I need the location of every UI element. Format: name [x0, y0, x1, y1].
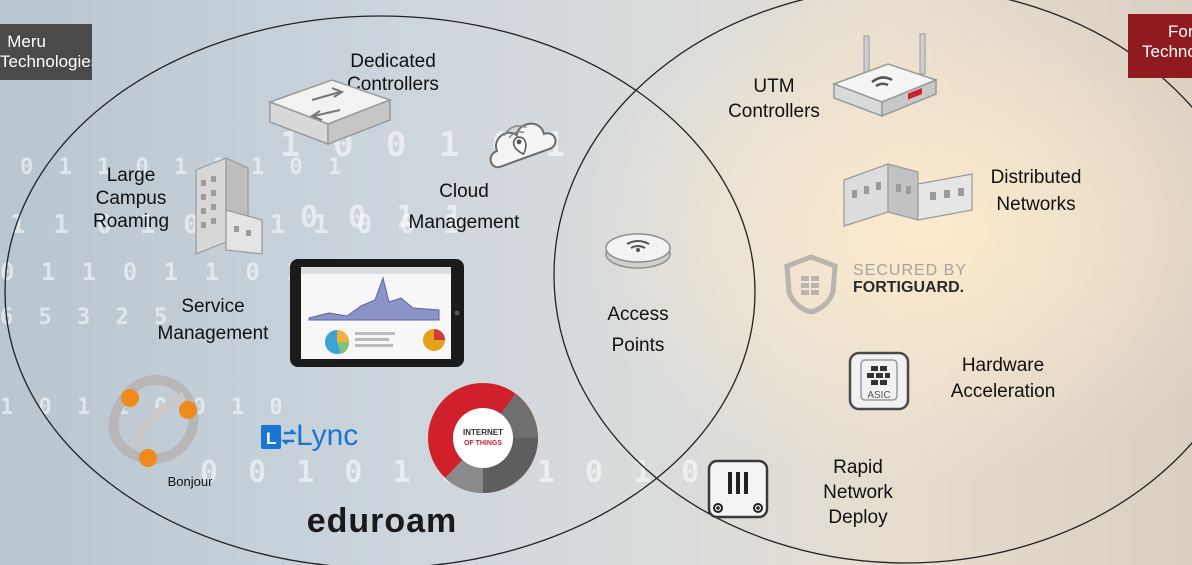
binary-decoration-row-5: 1 0 1 1 0 0 1 0 [0, 395, 289, 420]
label-line: Acceleration [950, 381, 1056, 402]
lync-logo-icon: L [260, 423, 300, 453]
label-line: Campus [95, 188, 167, 209]
binary-decoration-row-8: 0 0 1 1 [300, 200, 469, 235]
asic-chip-icon: ASIC [847, 350, 911, 412]
rapid-network-deploy-label: Rapid Network Deploy [798, 456, 918, 529]
meru-technologies-tag: Meru Technologies [0, 24, 92, 80]
label-line: UTM [753, 76, 795, 97]
bonjour-label: Bonjour [167, 474, 213, 489]
internet-of-things-icon: INTERNET OF THINGS [425, 380, 541, 496]
dedicated-controllers-label: Dedicated Controllers [328, 50, 458, 96]
svg-text:L: L [266, 429, 276, 448]
label-line: Roaming [92, 211, 170, 232]
secured-by-text: SECURED BY [853, 262, 968, 279]
fortiguard-text: FORTIGUARD. [853, 279, 965, 296]
label-line: Service [181, 296, 245, 317]
binary-decoration-row-3: 0 1 1 0 1 1 0 1 [0, 258, 307, 286]
label-line: Cloud [439, 181, 489, 202]
router-icon [828, 30, 940, 120]
iot-text: INTERNET [463, 428, 503, 437]
label-line: Points [611, 335, 665, 356]
fortiguard-shield-icon [783, 254, 839, 314]
cloud-management-label: Cloud Management [384, 180, 544, 234]
label-line: Large [106, 165, 156, 186]
label-line: Management [408, 212, 520, 233]
distributed-networks-building-icon [838, 150, 978, 230]
cloud-location-icon [482, 108, 562, 180]
large-campus-roaming-label: Large Campus Roaming [76, 164, 186, 233]
eduroam-logo: eduroam [306, 502, 458, 540]
right-circle [553, 0, 1192, 564]
access-points-label: Access Points [590, 303, 686, 357]
label-line: Management [157, 323, 269, 344]
iot-text: OF THINGS [464, 440, 502, 447]
hardware-acceleration-label: Hardware Acceleration [928, 354, 1078, 403]
label-line: Deploy [828, 507, 888, 528]
rapid-deploy-device-icon [706, 458, 770, 520]
bonjour-logo-icon [104, 368, 204, 478]
label-line: Controllers [728, 101, 820, 122]
tag-line: Fortinet [1168, 22, 1192, 41]
left-circle [4, 15, 756, 565]
label-line: Rapid [833, 457, 883, 478]
label-line: Network [823, 482, 893, 503]
tag-line: Meru [7, 32, 46, 51]
distributed-networks-label: Distributed Networks [966, 166, 1106, 216]
tag-line: Technologies [0, 52, 92, 71]
label-line: Controllers [347, 74, 439, 95]
label-line: Distributed [990, 167, 1082, 188]
controller-appliance-icon [262, 70, 392, 150]
binary-decoration-row-4: 6 5 3 2 5 [0, 305, 174, 330]
label-line: Networks [996, 194, 1076, 215]
lync-label: Lync [296, 419, 359, 452]
label-line: Dedicated [350, 51, 436, 72]
secured-by-fortiguard-label: SECURED BY FORTIGUARD. [853, 262, 1003, 297]
access-point-icon [603, 226, 673, 272]
binary-decoration-row-1: 0 1 1 0 1 1 1 0 1 [20, 155, 348, 180]
tablet-dashboard-icon [289, 258, 465, 368]
tag-line: Technologies [1142, 42, 1192, 61]
fortinet-technologies-tag: Fortinet Technologies [1128, 14, 1192, 78]
label-line: Hardware [961, 355, 1045, 376]
asic-text: ASIC [867, 390, 891, 401]
utm-controllers-label: UTM Controllers [712, 75, 836, 123]
label-line: Access [607, 304, 669, 325]
service-management-label: Service Management [138, 295, 288, 345]
campus-building-icon [186, 150, 266, 260]
